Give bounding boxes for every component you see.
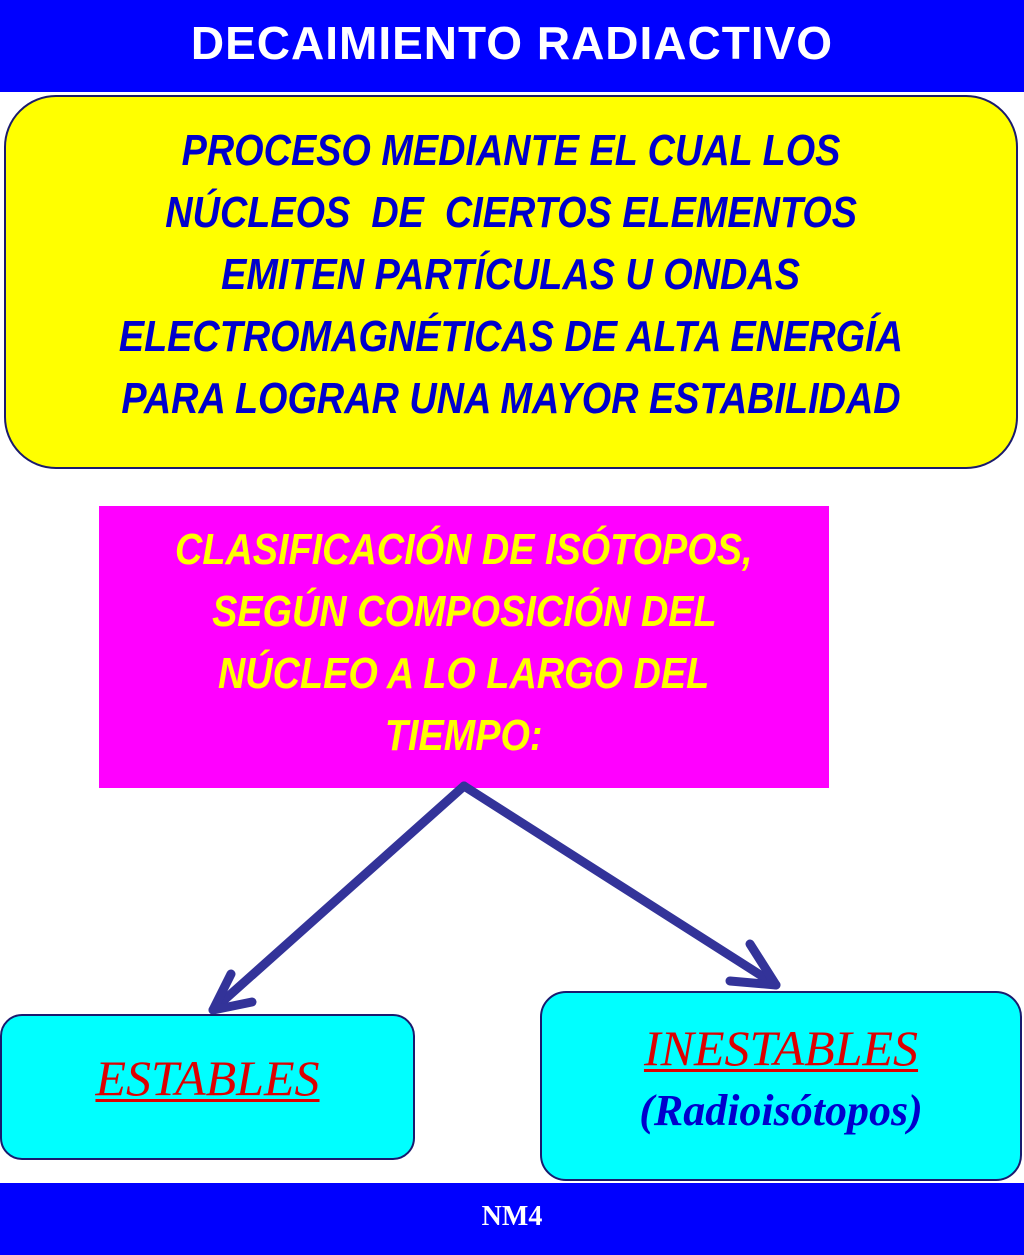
definition-line: ELECTROMAGNÉTICAS DE ALTA ENERGÍA: [118, 312, 904, 361]
definition-line: EMITEN PARTÍCULAS U ONDAS: [221, 250, 801, 299]
footer-label: NM4: [481, 1201, 543, 1232]
footer-bar: NM4: [0, 1183, 1024, 1255]
unstable-category-box: INESTABLES (Radioisótopos): [540, 991, 1022, 1181]
unstable-sublabel: (Radioisótopos): [639, 1085, 923, 1135]
classification-line: TIEMPO:: [385, 711, 543, 760]
classification-line: CLASIFICACIÓN DE ISÓTOPOS,: [175, 525, 753, 574]
definition-line: NÚCLEOS DE CIERTOS ELEMENTOS: [165, 188, 857, 237]
definition-box: PROCESO MEDIANTE EL CUAL LOS NÚCLEOS DE …: [4, 95, 1018, 469]
arrow-to-unstable: [459, 781, 781, 990]
header-bar: DECAIMIENTO RADIACTIVO: [0, 0, 1024, 92]
arrow-head-unstable: [725, 939, 781, 990]
definition-line: PROCESO MEDIANTE EL CUAL LOS: [181, 126, 841, 175]
classification-line: SEGÚN COMPOSICIÓN DEL: [211, 587, 717, 636]
page-title: DECAIMIENTO RADIACTIVO: [190, 17, 834, 69]
definition-line: PARA LOGRAR UNA MAYOR ESTABILIDAD: [121, 374, 901, 423]
classification-line: NÚCLEO A LO LARGO DEL: [218, 649, 710, 698]
arrow-to-stable: [208, 781, 469, 1015]
classification-box: CLASIFICACIÓN DE ISÓTOPOS, SEGÚN COMPOSI…: [99, 506, 829, 788]
unstable-label: INESTABLES: [643, 1019, 919, 1076]
stable-label: ESTABLES: [95, 1050, 320, 1106]
arrow-head-stable: [208, 969, 257, 1015]
stable-category-box: ESTABLES: [0, 1014, 415, 1160]
